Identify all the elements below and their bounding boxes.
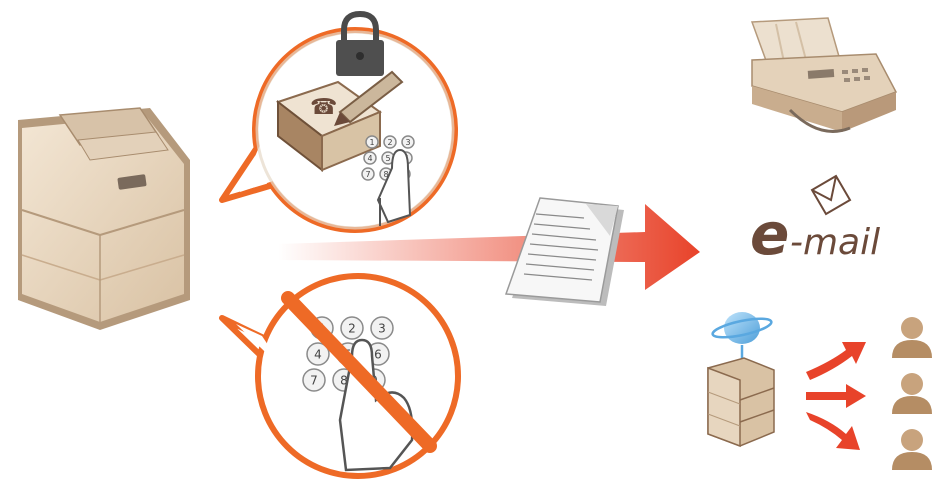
phone-icon: ☎ [310,95,337,120]
keypad-key-label: 8 [340,373,348,387]
finger-icon [376,148,412,226]
pen-icon [334,70,404,126]
person-icon [892,317,932,358]
fax-machine-icon [750,17,898,133]
multifunction-printer-icon [18,107,190,330]
keypad-key-label: 2 [387,138,392,147]
keypad-key-label: 4 [314,347,322,361]
keypad-prohibited-bubble: 123456789 [219,273,461,479]
keypad-key-label: 5 [385,154,390,163]
address-book-bubble: ☎ 123456789 [219,27,458,233]
document-icon [504,197,624,306]
address-book-icon: ☎ [275,80,383,173]
person-icon [892,429,932,470]
keypad-key: 2 [383,135,397,149]
email-text: -mail [790,222,880,263]
keypad-key: 7 [302,368,326,392]
keypad-key-label: 4 [367,154,372,163]
keypad-key-label: 7 [365,170,370,179]
send-arrow [278,204,700,290]
keypad-key-label: 6 [374,347,382,361]
person-icon [892,373,932,414]
keypad-key: 4 [306,342,330,366]
keypad-key-label: 7 [310,373,318,387]
keypad-key-label: 2 [348,321,356,335]
distribution-arrows [806,342,866,450]
envelope-icon [810,174,852,216]
keypad-key-label: 8 [383,170,388,179]
network-globe-icon [711,312,773,360]
keypad-key: 7 [361,167,375,181]
keypad-key: 1 [365,135,379,149]
keypad-key: 3 [370,316,394,340]
keypad-key: 2 [340,316,364,340]
email-icon: e -mail [750,174,880,268]
lock-icon [336,10,384,76]
keypad-key: 4 [363,151,377,165]
keypad-key: 3 [401,135,415,149]
email-e-letter: e [750,200,789,268]
keypad-key-label: 3 [378,321,386,335]
prohibited-icon [281,291,437,453]
keypad-key-label: 3 [405,138,410,147]
keypad-key-label: 1 [369,138,374,147]
server-icon [707,357,775,448]
